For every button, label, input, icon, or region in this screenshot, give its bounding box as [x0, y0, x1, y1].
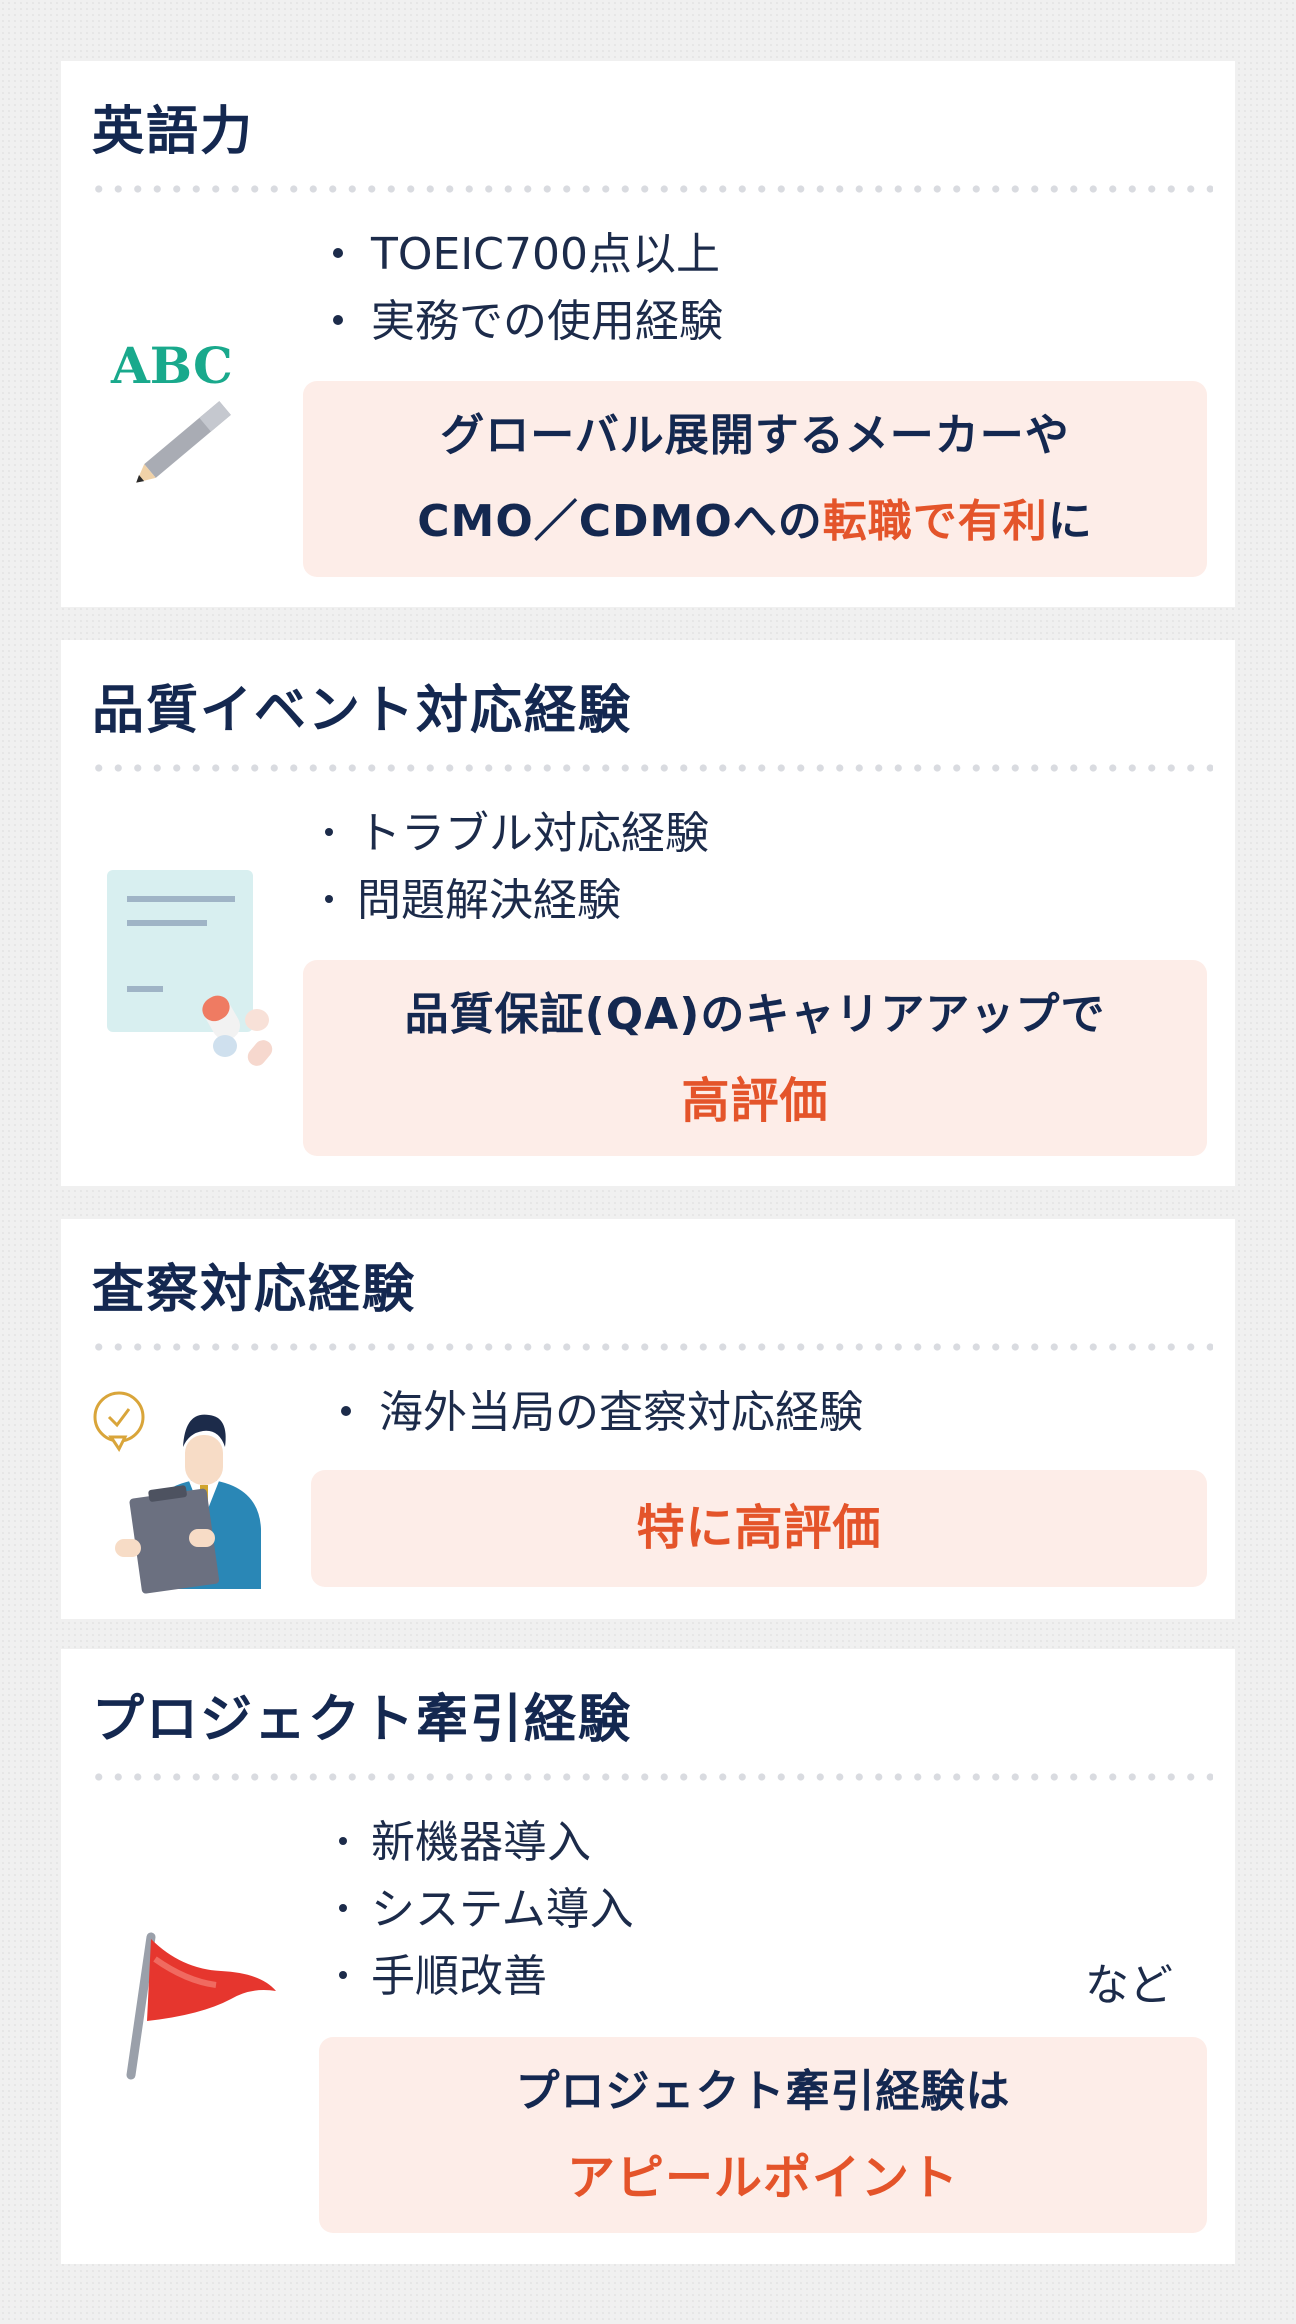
red-flag-icon — [111, 1929, 291, 2089]
inspector-clipboard-icon — [89, 1389, 289, 1599]
card-title: 品質イベント対応経験 — [92, 681, 633, 741]
etc-suffix: など — [1085, 1960, 1173, 2011]
callout-line: プロジェクト牽引経験は — [515, 2066, 1011, 2117]
card-title: 査察対応経験 — [92, 1260, 417, 1320]
bullet-list: TOEIC700点以上 実務での使用経験 — [333, 221, 723, 355]
list-item: 問題解決経験 — [325, 867, 709, 934]
list-item: 実務での使用経験 — [333, 288, 723, 355]
list-item: トラブル対応経験 — [325, 800, 709, 867]
bullet-dot — [325, 828, 333, 836]
card-quality-event: 品質イベント対応経験 トラブル対応経験 問題解決経験 品質保証(QA)のキャリア… — [61, 640, 1235, 1186]
list-item: 手順改善 — [339, 1943, 634, 2010]
svg-text:ABC: ABC — [110, 336, 233, 395]
document-pills-icon — [105, 868, 285, 1108]
list-item: システム導入 — [339, 1876, 634, 1943]
card-inspection: 査察対応経験 海外当局の査察対応経験 特に高評価 — [61, 1219, 1235, 1619]
bullet-dot — [325, 895, 333, 903]
list-item: 海外当局の査察対応経験 — [341, 1379, 863, 1446]
callout-line: アピールポイント — [566, 2150, 959, 2206]
callout-box: 特に高評価 — [311, 1470, 1207, 1587]
callout-box: プロジェクト牽引経験は アピールポイント — [319, 2037, 1207, 2233]
list-item: TOEIC700点以上 — [333, 221, 723, 288]
callout-line: 特に高評価 — [636, 1500, 882, 1556]
callout-box: 品質保証(QA)のキャリアアップで 高評価 — [303, 960, 1207, 1156]
callout-box: グローバル展開するメーカーや CMO／CDMOへの転職で有利に — [303, 381, 1207, 577]
bullet-list: 新機器導入 システム導入 手順改善 — [339, 1809, 634, 2010]
card-title: プロジェクト牽引経験 — [92, 1690, 633, 1750]
bullet-dot — [339, 1971, 347, 1979]
bullet-dot — [339, 1837, 347, 1845]
dotted-divider — [89, 1773, 1213, 1781]
callout-line: 高評価 — [681, 1073, 829, 1129]
callout-line: CMO／CDMOへの転職で有利に — [417, 496, 1093, 547]
bullet-dot — [339, 1904, 347, 1912]
card-title: 英語力 — [92, 102, 255, 162]
callout-line: グローバル展開するメーカーや — [440, 410, 1070, 461]
bullet-dot — [333, 315, 343, 325]
dotted-divider — [89, 764, 1213, 772]
dotted-divider — [89, 1343, 1213, 1351]
bullet-dot — [333, 248, 343, 258]
list-item: 新機器導入 — [339, 1809, 634, 1876]
card-project-lead: プロジェクト牽引経験 新機器導入 システム導入 手順改善 など プロジェクト牽引… — [61, 1649, 1235, 2264]
abc-pencil-icon: ABC — [105, 331, 255, 531]
bullet-dot — [341, 1406, 351, 1416]
dotted-divider — [89, 185, 1213, 193]
bullet-list: 海外当局の査察対応経験 — [341, 1379, 863, 1446]
card-english: 英語力 ABC TOEIC700点以上 実務での使用経験 グローバル展開するメー… — [61, 61, 1235, 607]
callout-line: 品質保証(QA)のキャリアアップで — [404, 989, 1106, 1040]
bullet-list: トラブル対応経験 問題解決経験 — [325, 800, 709, 934]
